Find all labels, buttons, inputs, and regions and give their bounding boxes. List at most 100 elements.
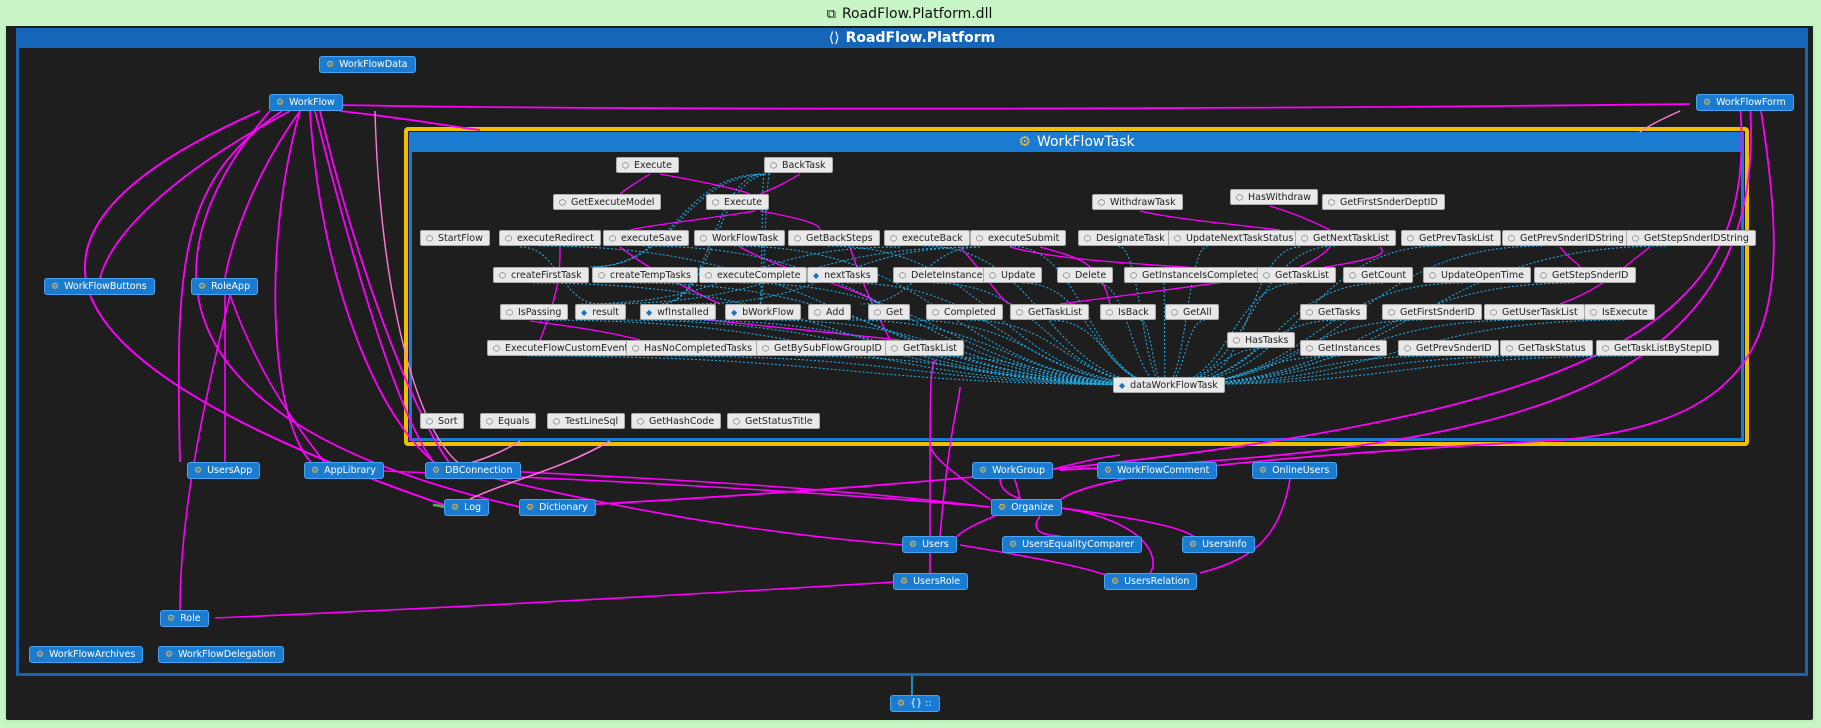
method-node-get-all[interactable]: ⬡GetAll xyxy=(1165,304,1219,320)
workflowtask-title-bar[interactable]: ⚙ WorkFlowTask xyxy=(409,132,1744,152)
method-node-is-passing[interactable]: ⬡IsPassing xyxy=(500,304,569,320)
class-node-work-group[interactable]: ⚙WorkGroup xyxy=(972,462,1054,479)
method-node-execute-submit[interactable]: ⬡executeSubmit xyxy=(970,230,1067,246)
class-icon: ⚙ xyxy=(979,465,988,476)
class-node-users-info[interactable]: ⚙UsersInfo xyxy=(1182,536,1255,553)
class-label: RoleApp xyxy=(211,281,251,292)
method-node-update[interactable]: ⬡Update xyxy=(983,267,1043,283)
method-node-update-next-task-status[interactable]: ⬡UpdateNextTaskStatus xyxy=(1168,230,1301,246)
method-node-execute-redirect[interactable]: ⬡executeRedirect xyxy=(499,230,601,246)
class-node-users-equality-comparer[interactable]: ⚙UsersEqualityComparer xyxy=(1002,536,1143,553)
method-node-delete[interactable]: ⬡Delete xyxy=(1057,267,1114,283)
method-node-get[interactable]: ⬡Get xyxy=(868,304,910,320)
method-node-add[interactable]: ⬡Add xyxy=(808,304,852,320)
method-node-get-first-snder-dept-id[interactable]: ⬡GetFirstSnderDeptID xyxy=(1322,194,1445,210)
method-node-get-hash-code[interactable]: ⬡GetHashCode xyxy=(631,413,722,429)
class-node-work-flow-delegation[interactable]: ⚙WorkFlowDelegation xyxy=(158,646,284,663)
method-node-get-execute-model[interactable]: ⬡GetExecuteModel xyxy=(553,194,662,210)
method-node-is-execute[interactable]: ⬡IsExecute xyxy=(1584,304,1655,320)
method-node-execute-flow-custom-event[interactable]: ⬡ExecuteFlowCustomEvent xyxy=(487,340,636,356)
field-node-data-work-flow-task[interactable]: ◆dataWorkFlowTask xyxy=(1113,377,1225,393)
method-node-delete-instance[interactable]: ⬡DeleteInstance xyxy=(893,267,990,283)
method-node-get-user-task-list[interactable]: ⬡GetUserTaskList xyxy=(1484,304,1585,320)
method-node-get-next-task-list[interactable]: ⬡GetNextTaskList xyxy=(1295,230,1397,246)
method-node-get-task-list1[interactable]: ⬡GetTaskList xyxy=(1257,267,1337,283)
method-node-execute-save[interactable]: ⬡executeSave xyxy=(603,230,689,246)
class-node-role-app[interactable]: ⚙RoleApp xyxy=(191,278,259,295)
method-node-has-no-completed-tasks[interactable]: ⬡HasNoCompletedTasks xyxy=(626,340,760,356)
method-node-get-task-list-by-step-id[interactable]: ⬡GetTaskListByStepID xyxy=(1596,340,1719,356)
method-node-work-flow-task-m[interactable]: ⬡WorkFlowTask xyxy=(694,230,786,246)
class-node-users[interactable]: ⚙Users xyxy=(902,536,957,553)
method-node-get-tasks[interactable]: ⬡GetTasks xyxy=(1300,304,1368,320)
class-node-organize[interactable]: ⚙Organize xyxy=(991,499,1062,516)
method-node-get-prev-snder-idstring[interactable]: ⬡GetPrevSnderIDString xyxy=(1502,230,1631,246)
member-label: UpdateOpenTime xyxy=(1440,269,1525,281)
assembly-title-bar[interactable]: ⧉ RoadFlow.Platform.dll xyxy=(4,2,1815,26)
workflowtask-container[interactable] xyxy=(409,132,1744,441)
class-node-work-flow-archives[interactable]: ⚙WorkFlowArchives xyxy=(29,646,144,663)
method-node-get-instancels-completed[interactable]: ⬡GetInstanceIsCompleted xyxy=(1124,267,1266,283)
method-node-get-step-snder-idstring[interactable]: ⬡GetStepSnderIDString xyxy=(1626,230,1756,246)
method-node-back-task[interactable]: ⬡BackTask xyxy=(764,157,833,173)
method-icon: ⬡ xyxy=(1130,270,1137,280)
method-node-execute2[interactable]: ⬡Execute xyxy=(706,194,769,210)
method-node-get-task-list3[interactable]: ⬡GetTaskList xyxy=(885,340,965,356)
method-node-get-prev-snder-id[interactable]: ⬡GetPrevSnderID xyxy=(1398,340,1499,356)
class-node-users-role[interactable]: ⚙UsersRole xyxy=(893,573,969,590)
class-node-work-flow-data[interactable]: ⚙WorkFlowData xyxy=(319,56,416,73)
method-node-execute-back[interactable]: ⬡executeBack xyxy=(884,230,970,246)
field-node-result[interactable]: ◆result xyxy=(575,304,627,320)
method-node-update-open-time[interactable]: ⬡UpdateOpenTime xyxy=(1423,267,1532,283)
class-node-work-flow-buttons[interactable]: ⚙WorkFlowButtons xyxy=(44,278,155,295)
method-node-has-tasks[interactable]: ⬡HasTasks xyxy=(1227,332,1296,348)
method-node-completed[interactable]: ⬡Completed xyxy=(926,304,1003,320)
member-label: wfInstalled xyxy=(657,306,709,318)
member-label: GetPrevSnderID xyxy=(1415,342,1492,354)
field-node-b-work-flow[interactable]: ◆bWorkFlow xyxy=(725,304,801,320)
method-node-get-instances[interactable]: ⬡GetInstances xyxy=(1300,340,1388,356)
method-node-create-first-task[interactable]: ⬡createFirstTask xyxy=(493,267,589,283)
class-icon: ⚙ xyxy=(432,465,441,476)
method-node-get-step-snder-id[interactable]: ⬡GetStepSnderID xyxy=(1534,267,1636,283)
method-node-get-first-snder-id[interactable]: ⬡GetFirstSnderID xyxy=(1382,304,1482,320)
method-node-create-temp-tasks[interactable]: ⬡createTempTasks xyxy=(592,267,698,283)
class-node-users-relation[interactable]: ⚙UsersRelation xyxy=(1104,573,1198,590)
class-icon: ⚙ xyxy=(526,502,535,513)
method-node-get-task-status[interactable]: ⬡GetTaskStatus xyxy=(1500,340,1593,356)
class-node-users-app[interactable]: ⚙UsersApp xyxy=(187,462,261,479)
method-node-start-flow[interactable]: ⬡StartFlow xyxy=(420,230,490,246)
method-node-execute-complete[interactable]: ⬡executeComplete xyxy=(699,267,808,283)
class-node-role[interactable]: ⚙Role xyxy=(160,610,209,627)
method-node-get-by-sub-flow-group-id[interactable]: ⬡GetBySubFlowGroupID xyxy=(756,340,889,356)
method-node-execute1[interactable]: ⬡Execute xyxy=(616,157,679,173)
method-icon: ⬡ xyxy=(1506,343,1513,353)
class-node-log[interactable]: ⚙Log xyxy=(444,499,490,516)
class-node-dictionary[interactable]: ⚙Dictionary xyxy=(519,499,596,516)
method-node-get-prev-task-list[interactable]: ⬡GetPrevTaskList xyxy=(1401,230,1501,246)
method-node-designate-task[interactable]: ⬡DesignateTask xyxy=(1078,230,1172,246)
class-node-app-library[interactable]: ⚙AppLibrary xyxy=(304,462,384,479)
namespace-title-bar[interactable]: ⟨⟩ RoadFlow.Platform xyxy=(16,28,1808,48)
method-icon: ⬡ xyxy=(1306,307,1313,317)
method-node-equals[interactable]: ⬡Equals xyxy=(480,413,537,429)
method-icon: ⬡ xyxy=(1508,233,1515,243)
method-node-sort[interactable]: ⬡Sort xyxy=(420,413,465,429)
field-node-wf-installed[interactable]: ◆wfInstalled xyxy=(640,304,716,320)
method-node-get-task-list2[interactable]: ⬡GetTaskList xyxy=(1010,304,1090,320)
method-node-withdraw-task[interactable]: ⬡WithdrawTask xyxy=(1092,194,1183,210)
global-namespace-node[interactable]: ⚙ {} :: xyxy=(890,695,940,712)
field-node-next-tasks[interactable]: ◆nextTasks xyxy=(807,267,878,283)
method-node-get-count[interactable]: ⬡GetCount xyxy=(1343,267,1414,283)
class-node-online-users[interactable]: ⚙OnlineUsers xyxy=(1252,462,1338,479)
method-node-has-withdraw[interactable]: ⬡HasWithdraw xyxy=(1230,189,1318,205)
class-node-dbconnection[interactable]: ⚙DBConnection xyxy=(425,462,521,479)
method-node-test-line-sql[interactable]: ⬡TestLineSql xyxy=(547,413,626,429)
method-icon: ⬡ xyxy=(426,233,433,243)
method-node-get-status-title[interactable]: ⬡GetStatusTitle xyxy=(727,413,820,429)
class-node-work-flow-form[interactable]: ⚙WorkFlowForm xyxy=(1696,94,1794,111)
class-node-work-flow[interactable]: ⚙WorkFlow xyxy=(269,94,343,111)
class-node-work-flow-comment[interactable]: ⚙WorkFlowComment xyxy=(1097,462,1218,479)
method-node-get-back-steps[interactable]: ⬡GetBackSteps xyxy=(788,230,880,246)
method-node-is-back[interactable]: ⬡IsBack xyxy=(1100,304,1156,320)
